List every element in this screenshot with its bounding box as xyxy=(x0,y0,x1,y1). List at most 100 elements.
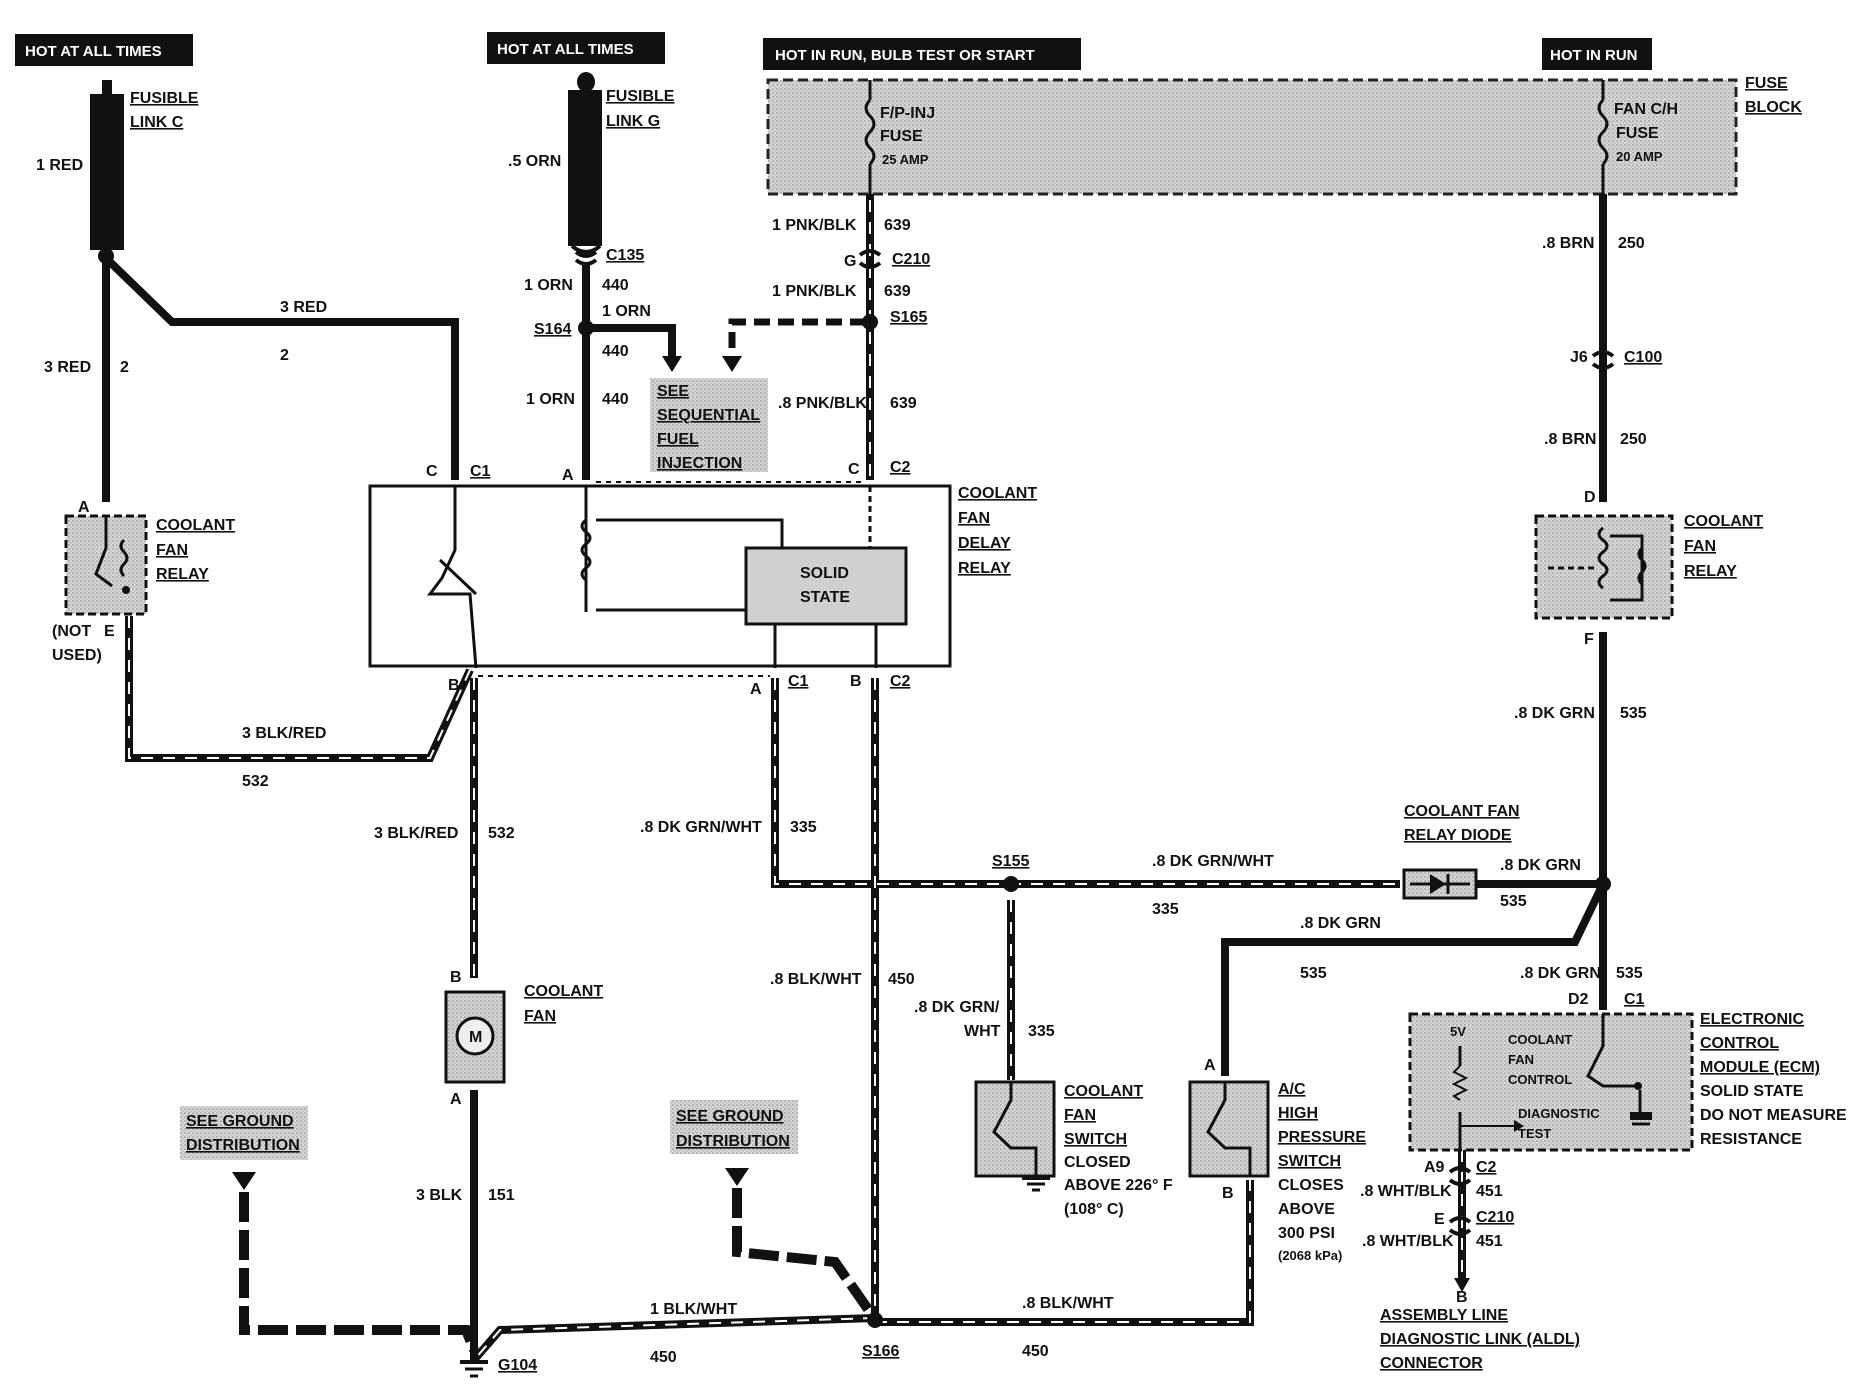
wire-circuit: 639 xyxy=(890,395,917,412)
cf-switch-label-3: SWITCH xyxy=(1064,1131,1127,1148)
connector-label: A9 xyxy=(1424,1159,1445,1176)
wire-label: 1 ORN xyxy=(602,303,651,320)
fusible-link-g xyxy=(568,72,602,254)
fuse-fpinj-label-2: FUSE xyxy=(880,128,923,145)
ecm-cfc-3: CONTROL xyxy=(1508,1072,1572,1087)
aldl-label-3: CONNECTOR xyxy=(1380,1355,1483,1372)
fuse-block-label-1: FUSE xyxy=(1745,75,1788,92)
connector-label: G xyxy=(844,253,856,270)
wire-circuit: 451 xyxy=(1476,1233,1503,1250)
diode-label-2: RELAY DIODE xyxy=(1404,827,1512,844)
ecm-diag-1: DIAGNOSTIC xyxy=(1518,1106,1600,1121)
connector-marks xyxy=(574,249,1615,1236)
svg-text:HOT IN RUN: HOT IN RUN xyxy=(1550,47,1638,64)
delay-relay-label-4: RELAY xyxy=(958,560,1011,577)
wire-label: .8 DK GRN/ xyxy=(914,999,1000,1016)
solid-state-label-1: SOLID xyxy=(800,565,849,582)
wire-label: .8 DK GRN xyxy=(1520,965,1601,982)
ecm-cfc-1: COOLANT xyxy=(1508,1032,1572,1047)
splice-dkgrn xyxy=(1595,876,1611,892)
wire-label: .8 BLK/WHT xyxy=(770,971,862,988)
aldl-label-2: DIAGNOSTIC LINK (ALDL) xyxy=(1380,1331,1580,1348)
wire-circuit: 532 xyxy=(242,773,269,790)
cf-switch-label-6: (108° C) xyxy=(1064,1201,1124,1218)
see-ground-1-label-1: SEE GROUND xyxy=(186,1113,294,1130)
coolant-fan-relay-diode xyxy=(1402,868,1478,900)
connector-label: B xyxy=(1456,1289,1468,1306)
aldl-label-1: ASSEMBLY LINE xyxy=(1380,1307,1508,1324)
connector-label: G104 xyxy=(498,1357,537,1374)
coolant-fan-label-2: FAN xyxy=(524,1008,556,1025)
cf-switch-label-2: FAN xyxy=(1064,1107,1096,1124)
fusible-link-c-label-1: FUSIBLE xyxy=(130,90,199,107)
ecm-label-2: CONTROL xyxy=(1700,1035,1779,1052)
not-used-label-2: USED) xyxy=(52,647,102,664)
delay-relay-label-2: FAN xyxy=(958,510,990,527)
ground-dist-2-arrow-icon xyxy=(725,1168,749,1186)
relay-left-label-2: FAN xyxy=(156,542,188,559)
header-hot-at-all-times-g: HOT AT ALL TIMES xyxy=(487,32,665,64)
wire-circuit: 151 xyxy=(488,1187,515,1204)
ground-dist-1-arrow-icon xyxy=(232,1172,256,1190)
fusible-link-c xyxy=(90,80,124,264)
wire-circuit: 450 xyxy=(888,971,915,988)
ac-switch-label-8: (2068 kPa) xyxy=(1278,1248,1342,1263)
ac-switch-label-6: ABOVE xyxy=(1278,1201,1335,1218)
wire-circuit: 335 xyxy=(1028,1023,1055,1040)
relay-left-label-1: COOLANT xyxy=(156,517,235,534)
ground-g104-icon xyxy=(460,1360,488,1378)
connector-label: E xyxy=(104,623,115,640)
wire-label: .8 DK GRN/WHT xyxy=(640,819,762,836)
svg-text:HOT AT ALL TIMES: HOT AT ALL TIMES xyxy=(497,41,634,58)
coolant-fan-label-1: COOLANT xyxy=(524,983,603,1000)
ac-switch-label-7: 300 PSI xyxy=(1278,1225,1335,1242)
wire-circuit: 250 xyxy=(1620,431,1647,448)
fuse-fanch-label-1: FAN C/H xyxy=(1614,101,1678,118)
connector-label: A xyxy=(750,681,762,698)
connector-label: J6 xyxy=(1570,349,1588,366)
fuse-fan-ch xyxy=(1597,80,1609,194)
ecm-module xyxy=(1408,1012,1694,1152)
connector-label: A xyxy=(1204,1057,1216,1074)
wire-circuit: 535 xyxy=(1616,965,1643,982)
wire-circuit: 639 xyxy=(884,283,911,300)
see-ground-box-2 xyxy=(670,1100,798,1154)
wire-circuit: 451 xyxy=(1476,1183,1503,1200)
wire-circuit: 335 xyxy=(1152,901,1179,918)
arrow-sfi-2-icon xyxy=(722,356,742,372)
connector-label: C1 xyxy=(788,673,809,690)
header-hot-in-run: HOT IN RUN xyxy=(1542,38,1652,70)
wire-label: 1 BLK/WHT xyxy=(650,1301,737,1318)
wire-ground-dist-1 xyxy=(239,1192,479,1352)
connector-label: C xyxy=(426,463,438,480)
delay-relay-label-3: DELAY xyxy=(958,535,1011,552)
connector-label: B xyxy=(850,673,862,690)
fuse-fpinj-label-1: F/P-INJ xyxy=(880,105,935,122)
aldl-arrow-icon xyxy=(1454,1278,1470,1292)
sfi-line-3: FUEL xyxy=(657,431,699,448)
splice-s155 xyxy=(1003,876,1019,892)
wire-label: 1 ORN xyxy=(524,277,573,294)
coolant-fan-switch xyxy=(974,1080,1056,1192)
cf-switch-label-1: COOLANT xyxy=(1064,1083,1143,1100)
not-used-label-1: (NOT xyxy=(52,623,91,640)
wire-label: 1 PNK/BLK xyxy=(772,217,857,234)
connector-label: S155 xyxy=(992,853,1029,870)
connector-label: B xyxy=(1222,1185,1234,1202)
header-hot-at-all-times-c: HOT AT ALL TIMES xyxy=(15,34,193,66)
wire-circuit: 532 xyxy=(488,825,515,842)
relay-left-label-3: RELAY xyxy=(156,566,209,583)
arrow-sfi-1-icon xyxy=(662,356,682,372)
ac-switch-label-2: HIGH xyxy=(1278,1105,1318,1122)
svg-text:HOT IN RUN, BULB TEST OR START: HOT IN RUN, BULB TEST OR START xyxy=(775,47,1035,64)
delay-relay-label-1: COOLANT xyxy=(958,485,1037,502)
wire-label: .8 DK GRN xyxy=(1514,705,1595,722)
connector-label: C2 xyxy=(890,673,911,690)
wire-label: 3 BLK/RED xyxy=(374,825,458,842)
connector-label: E xyxy=(1434,1211,1445,1228)
connector-label: D2 xyxy=(1568,991,1589,1008)
connector-label: C100 xyxy=(1624,349,1662,366)
splice-s164 xyxy=(578,320,594,336)
connector-label: C2 xyxy=(1476,1159,1497,1176)
